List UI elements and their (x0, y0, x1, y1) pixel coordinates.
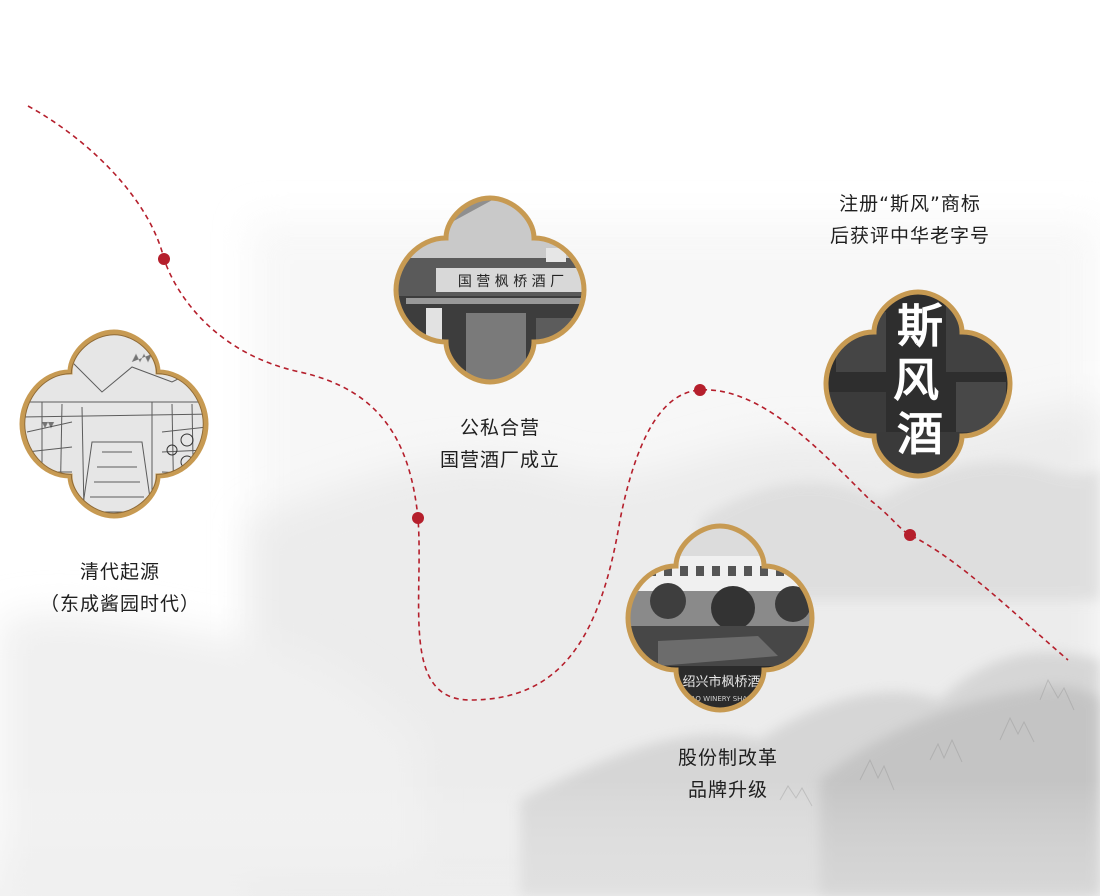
timeline-node-1 (158, 253, 170, 265)
caption-brand-line2: 后获评中华老字号 (829, 225, 990, 247)
caption-state: 公私合营 国营酒厂成立 (400, 412, 600, 476)
caption-reform: 股份制改革 品牌升级 (628, 742, 828, 806)
medallion-state-winery: 国 营 枫 桥 酒 厂 (393, 195, 587, 385)
caption-brand-line1: 注册“斯风”商标 (839, 193, 981, 215)
caption-reform-line2: 品牌升级 (687, 779, 768, 801)
dashed-route-line (27, 105, 1069, 701)
timeline-node-4 (904, 529, 916, 541)
calligraphy-char-3: 酒 (897, 407, 943, 461)
medallion-brand-calligraphy: 斯 风 酒 (823, 289, 1013, 479)
timeline-node-2 (412, 512, 424, 524)
caption-qing-line2: （东成酱园时代） (39, 593, 200, 615)
caption-qing: 清代起源 （东成酱园时代） (20, 556, 220, 620)
gate-sign-text: 绍兴市枫桥酒厂 (682, 674, 773, 690)
caption-brand: 注册“斯风”商标 后获评中华老字号 (800, 188, 1020, 252)
calligraphy-char-1: 斯 (897, 299, 943, 353)
winery-sign-text: 国 营 枫 桥 酒 厂 (458, 274, 564, 290)
timeline-node-3 (694, 384, 706, 396)
medallion-qing-sketch (19, 329, 209, 519)
calligraphy-char-2: 风 (893, 353, 939, 407)
caption-state-line2: 国营酒厂成立 (439, 449, 560, 471)
caption-qing-line1: 清代起源 (79, 561, 160, 583)
medallion-winery-gate: 绍兴市枫桥酒厂 S QIAO WINERY SHAO XING C (625, 523, 815, 713)
caption-reform-line1: 股份制改革 (677, 747, 778, 769)
gate-sign-subtext: S QIAO WINERY SHAO XING C (677, 695, 780, 703)
caption-state-line1: 公私合营 (459, 417, 540, 439)
